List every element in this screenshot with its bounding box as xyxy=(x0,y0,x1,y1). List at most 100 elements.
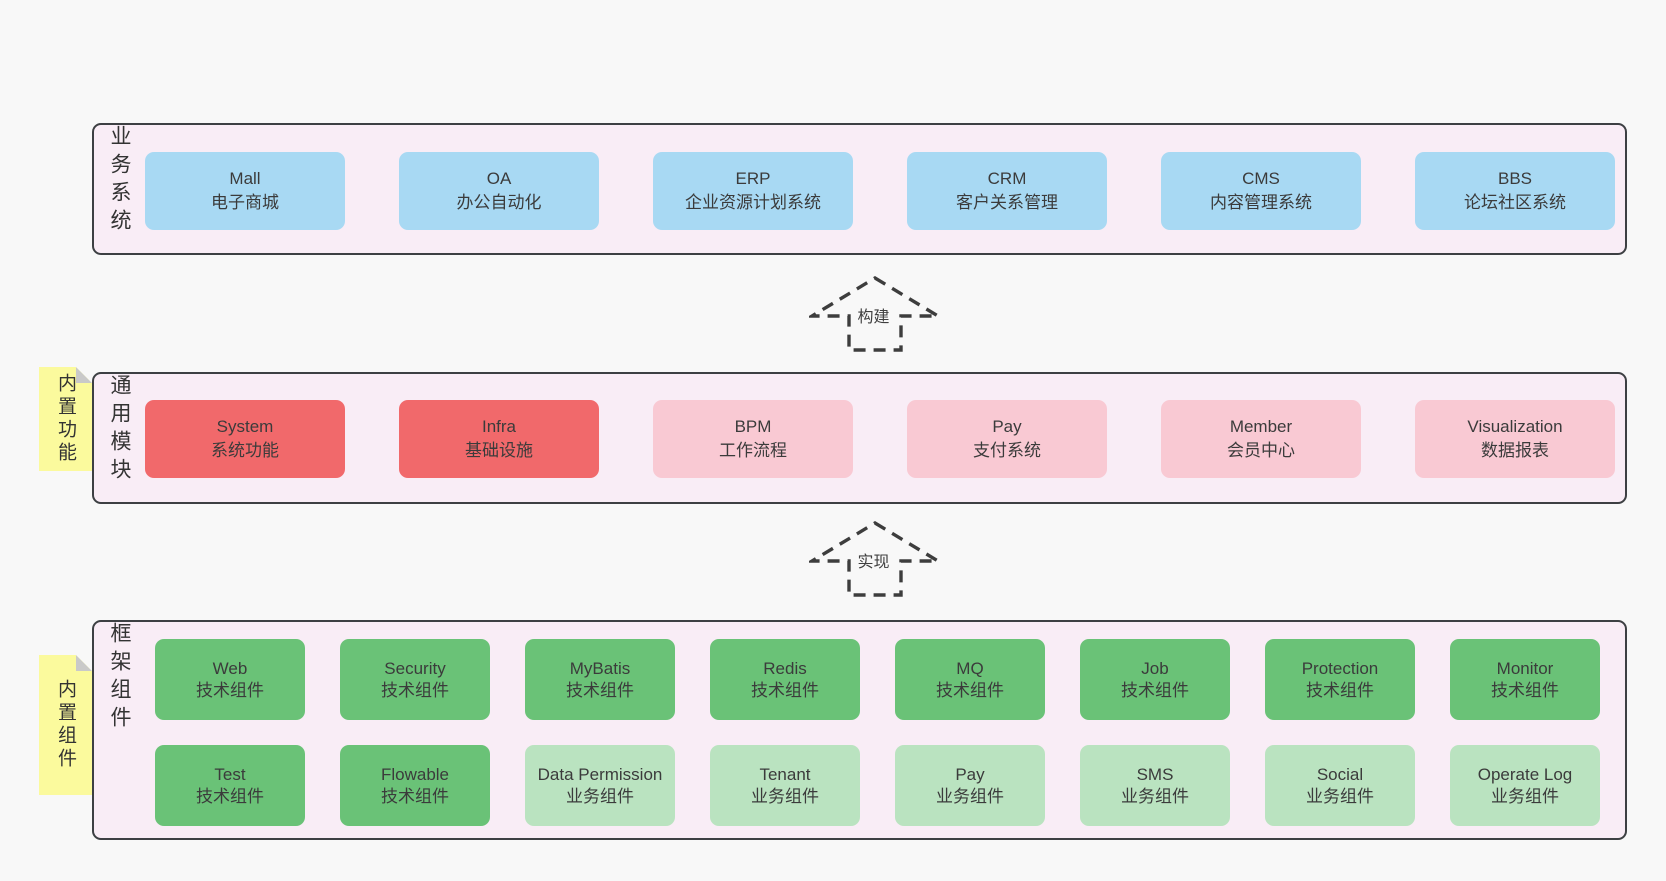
box-data-permission: Data Permission 业务组件 xyxy=(525,745,675,826)
box-subtitle: 业务组件 xyxy=(1491,786,1559,806)
box-bbs: BBS 论坛社区系统 xyxy=(1415,152,1615,230)
box-subtitle: 数据报表 xyxy=(1481,441,1549,460)
box-title: Job xyxy=(1141,658,1169,678)
panel-common-modules: 通用模块 System 系统功能 Infra 基础设施 BPM 工作流程 Pay… xyxy=(92,372,1627,504)
box-member: Member 会员中心 xyxy=(1161,400,1361,478)
components-box-row-2: Test 技术组件 Flowable 技术组件 Data Permission … xyxy=(155,745,1600,826)
box-subtitle: 支付系统 xyxy=(973,441,1041,460)
box-title: Flowable xyxy=(380,764,450,784)
box-title: Tenant xyxy=(759,764,811,784)
box-monitor: Monitor 技术组件 xyxy=(1450,639,1600,720)
box-security: Security 技术组件 xyxy=(340,639,490,720)
box-subtitle: 技术组件 xyxy=(1121,680,1189,700)
box-subtitle: 技术组件 xyxy=(566,680,634,700)
box-bpm: BPM 工作流程 xyxy=(653,400,853,478)
box-title: ERP xyxy=(735,169,771,188)
box-mq: MQ 技术组件 xyxy=(895,639,1045,720)
box-subtitle: 客户关系管理 xyxy=(956,193,1058,212)
box-system: System 系统功能 xyxy=(145,400,345,478)
implement-arrow-label: 实现 xyxy=(854,547,893,573)
box-mall: Mall 电子商城 xyxy=(145,152,345,230)
box-title: MyBatis xyxy=(569,658,631,678)
box-infra: Infra 基础设施 xyxy=(399,400,599,478)
box-job: Job 技术组件 xyxy=(1080,639,1230,720)
box-crm: CRM 客户关系管理 xyxy=(907,152,1107,230)
box-title: Infra xyxy=(481,417,517,436)
box-web: Web 技术组件 xyxy=(155,639,305,720)
build-arrow-label: 构建 xyxy=(854,302,893,328)
box-subtitle: 办公自动化 xyxy=(456,193,542,212)
box-title: Visualization xyxy=(1467,417,1563,436)
box-subtitle: 论坛社区系统 xyxy=(1464,193,1566,212)
box-subtitle: 内容管理系统 xyxy=(1210,193,1312,212)
box-title: Pay xyxy=(955,764,985,784)
box-tenant: Tenant 业务组件 xyxy=(710,745,860,826)
modules-box-row: System 系统功能 Infra 基础设施 BPM 工作流程 Pay 支付系统… xyxy=(145,400,1615,478)
box-subtitle: 企业资源计划系统 xyxy=(685,193,821,212)
box-subtitle: 技术组件 xyxy=(381,786,449,806)
box-flowable: Flowable 技术组件 xyxy=(340,745,490,826)
folded-corner-icon xyxy=(76,655,92,671)
up-arrow-icon xyxy=(809,276,941,352)
box-subtitle: 基础设施 xyxy=(465,441,533,460)
box-oa: OA 办公自动化 xyxy=(399,152,599,230)
box-pay: Pay 支付系统 xyxy=(907,400,1107,478)
box-title: Operate Log xyxy=(1477,764,1573,784)
box-cms: CMS 内容管理系统 xyxy=(1161,152,1361,230)
box-subtitle: 业务组件 xyxy=(751,786,819,806)
sticky-built-in-features: 内置功能 xyxy=(39,367,92,471)
box-subtitle: 技术组件 xyxy=(936,680,1004,700)
box-title: Test xyxy=(214,764,246,784)
box-test: Test 技术组件 xyxy=(155,745,305,826)
panel-business-systems: 业务系统 Mall 电子商城 OA 办公自动化 ERP 企业资源计划系统 CRM… xyxy=(92,123,1627,255)
box-visualization: Visualization 数据报表 xyxy=(1415,400,1615,478)
box-title: Pay xyxy=(992,417,1022,436)
box-subtitle: 技术组件 xyxy=(196,786,264,806)
business-box-row: Mall 电子商城 OA 办公自动化 ERP 企业资源计划系统 CRM 客户关系… xyxy=(145,152,1615,230)
box-protection: Protection 技术组件 xyxy=(1265,639,1415,720)
box-title: BBS xyxy=(1497,169,1533,188)
panel-components-label: 框架组件 xyxy=(108,622,131,734)
box-subtitle: 业务组件 xyxy=(936,786,1004,806)
box-title: Redis xyxy=(763,658,807,678)
box-subtitle: 技术组件 xyxy=(1306,680,1374,700)
box-subtitle: 系统功能 xyxy=(211,441,279,460)
sticky-label: 内置功能 xyxy=(55,373,76,465)
box-title: Member xyxy=(1229,417,1293,436)
box-title: MQ xyxy=(956,658,984,678)
box-title: System xyxy=(216,417,274,436)
panel-modules-label: 通用模块 xyxy=(108,374,131,486)
box-subtitle: 技术组件 xyxy=(1491,680,1559,700)
components-box-row-1: Web 技术组件 Security 技术组件 MyBatis 技术组件 Redi… xyxy=(155,639,1600,720)
box-title: Social xyxy=(1316,764,1364,784)
box-title: OA xyxy=(486,169,512,188)
box-subtitle: 技术组件 xyxy=(751,680,819,700)
box-mybatis: MyBatis 技术组件 xyxy=(525,639,675,720)
box-pay-biz: Pay 业务组件 xyxy=(895,745,1045,826)
box-subtitle: 业务组件 xyxy=(1121,786,1189,806)
box-subtitle: 会员中心 xyxy=(1227,441,1295,460)
box-subtitle: 工作流程 xyxy=(719,441,787,460)
box-title: Mall xyxy=(229,169,261,188)
sticky-built-in-components: 内置组件 xyxy=(39,655,92,795)
implement-arrow: 实现 xyxy=(809,520,941,598)
box-operate-log: Operate Log 业务组件 xyxy=(1450,745,1600,826)
box-title: Web xyxy=(212,658,248,678)
panel-framework-components: 框架组件 Web 技术组件 Security 技术组件 MyBatis 技术组件… xyxy=(92,620,1627,840)
box-title: Data Permission xyxy=(537,764,663,784)
build-arrow: 构建 xyxy=(809,275,941,353)
panel-business-label: 业务系统 xyxy=(108,125,131,237)
box-title: CMS xyxy=(1242,169,1280,188)
box-title: Protection xyxy=(1301,658,1379,678)
folded-corner-icon xyxy=(76,367,92,383)
box-title: CRM xyxy=(987,169,1027,188)
box-erp: ERP 企业资源计划系统 xyxy=(653,152,853,230)
box-subtitle: 电子商城 xyxy=(211,193,279,212)
box-sms: SMS 业务组件 xyxy=(1080,745,1230,826)
sticky-label: 内置组件 xyxy=(55,679,76,771)
up-arrow-icon xyxy=(809,521,941,597)
box-subtitle: 技术组件 xyxy=(381,680,449,700)
box-redis: Redis 技术组件 xyxy=(710,639,860,720)
box-subtitle: 业务组件 xyxy=(1306,786,1374,806)
